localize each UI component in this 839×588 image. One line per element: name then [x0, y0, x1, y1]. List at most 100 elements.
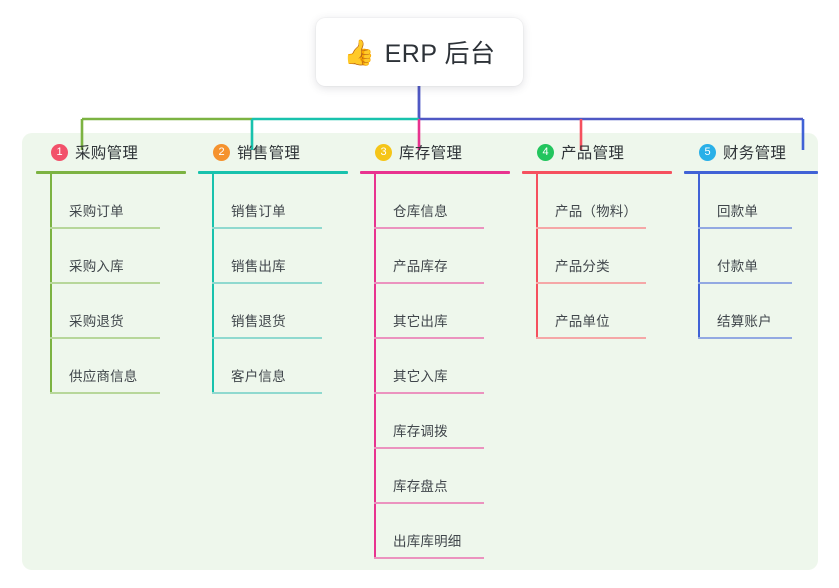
branch-column-5: 5 财务管理回款单付款单结算账户: [684, 133, 818, 339]
branch-header-rule: [360, 171, 510, 174]
branch-item-rule: [50, 392, 160, 394]
branch-item-label: 回款单: [717, 204, 759, 219]
branch-item-label: 产品单位: [555, 314, 610, 329]
branch-title: 财务管理: [723, 145, 787, 162]
branch-item[interactable]: 回款单: [684, 174, 818, 229]
branch-column-3: 3 库存管理仓库信息产品库存其它出库其它入库库存调拨库存盘点出库库明细: [360, 133, 510, 559]
branch-item-rule: [212, 337, 322, 339]
branch-number-badge: 5: [699, 143, 716, 161]
branch-item[interactable]: 产品（物料）: [522, 174, 672, 229]
branch-item[interactable]: 产品库存: [360, 229, 510, 284]
branch-item-rule: [374, 392, 484, 394]
branch-item-label: 仓库信息: [393, 204, 448, 219]
branch-item-label: 供应商信息: [69, 369, 138, 384]
branch-spine: [698, 174, 700, 339]
branch-header-3[interactable]: 3 库存管理: [360, 133, 510, 171]
branch-item-label: 其它入库: [393, 369, 448, 384]
branch-item-rule: [50, 282, 160, 284]
branch-item-rule: [374, 227, 484, 229]
root-node-title: ERP 后台: [384, 40, 496, 68]
root-node-card[interactable]: 👍 ERP 后台: [316, 18, 523, 86]
branch-item-rule: [212, 282, 322, 284]
branch-column-4: 4 产品管理产品（物料） 产品分类产品单位: [522, 133, 672, 339]
branch-header-rule: [522, 171, 672, 174]
branch-spine: [536, 174, 538, 339]
branch-item[interactable]: 产品分类: [522, 229, 672, 284]
branch-header-rule: [36, 171, 186, 174]
branch-title: 产品管理: [561, 145, 625, 162]
branch-title: 库存管理: [399, 145, 463, 162]
branch-item-label: 采购入库: [69, 259, 124, 274]
branch-item-label: 采购退货: [69, 314, 124, 329]
branch-number-badge: 2: [213, 143, 230, 161]
branch-item-rule: [698, 337, 792, 339]
branch-header-5[interactable]: 5 财务管理: [684, 133, 818, 171]
branch-item-rule: [698, 282, 792, 284]
branch-items: 回款单付款单结算账户: [684, 174, 818, 339]
branch-item-rule: [374, 447, 484, 449]
branch-items: 产品（物料） 产品分类产品单位: [522, 174, 672, 339]
branch-item-rule: [536, 282, 646, 284]
branch-item-label: 库存调拨: [393, 424, 448, 439]
branch-spine: [212, 174, 214, 394]
branch-header-1[interactable]: 1 采购管理: [36, 133, 186, 171]
branch-item-rule: [50, 337, 160, 339]
thumbs-up-icon: 👍: [343, 38, 375, 67]
branch-item-rule: [374, 282, 484, 284]
branch-item[interactable]: 出库库明细: [360, 504, 510, 559]
branch-item-rule: [536, 227, 646, 229]
branch-title: 采购管理: [75, 145, 139, 162]
branch-item[interactable]: 采购订单: [36, 174, 186, 229]
branch-item[interactable]: 其它入库: [360, 339, 510, 394]
branch-item-label: 销售退货: [231, 314, 286, 329]
branch-item[interactable]: 仓库信息: [360, 174, 510, 229]
branch-item[interactable]: 客户信息: [198, 339, 348, 394]
branch-item[interactable]: 产品单位: [522, 284, 672, 339]
branch-item[interactable]: 库存调拨: [360, 394, 510, 449]
branch-item[interactable]: 销售出库: [198, 229, 348, 284]
branch-item[interactable]: 采购退货: [36, 284, 186, 339]
branch-header-rule: [684, 171, 818, 174]
branch-item[interactable]: 采购入库: [36, 229, 186, 284]
branch-item[interactable]: 销售退货: [198, 284, 348, 339]
branch-items: 采购订单采购入库采购退货供应商信息: [36, 174, 186, 394]
branch-item[interactable]: 销售订单: [198, 174, 348, 229]
branch-number-badge: 1: [51, 143, 68, 161]
branch-item-label: 产品库存: [393, 259, 448, 274]
branch-number-badge: 3: [375, 143, 392, 161]
branch-items: 销售订单销售出库销售退货客户信息: [198, 174, 348, 394]
branch-item-rule: [212, 227, 322, 229]
branch-item-rule: [374, 557, 484, 559]
branch-spine: [50, 174, 52, 394]
branch-item-label: 客户信息: [231, 369, 286, 384]
branch-item[interactable]: 库存盘点: [360, 449, 510, 504]
branch-item-label: 产品分类: [555, 259, 610, 274]
branch-spine: [374, 174, 376, 559]
branch-item-rule: [50, 227, 160, 229]
branches-panel: [22, 133, 818, 570]
branch-header-4[interactable]: 4 产品管理: [522, 133, 672, 171]
branch-items: 仓库信息产品库存其它出库其它入库库存调拨库存盘点出库库明细: [360, 174, 510, 559]
branch-item-rule: [374, 502, 484, 504]
branch-item-label: 付款单: [717, 259, 759, 274]
branch-item-label: 出库库明细: [393, 534, 462, 549]
branch-item-label: 采购订单: [69, 204, 124, 219]
branch-item-rule: [374, 337, 484, 339]
branch-item-label: 销售订单: [231, 204, 286, 219]
branch-item-label: 库存盘点: [393, 479, 448, 494]
branch-item[interactable]: 结算账户: [684, 284, 818, 339]
branch-number-badge: 4: [537, 143, 554, 161]
branch-item-label: 产品（物料）: [555, 204, 638, 219]
branch-item-rule: [212, 392, 322, 394]
branch-item-rule: [698, 227, 792, 229]
branch-item[interactable]: 付款单: [684, 229, 818, 284]
branch-item[interactable]: 其它出库: [360, 284, 510, 339]
branch-item[interactable]: 供应商信息: [36, 339, 186, 394]
branch-item-rule: [536, 337, 646, 339]
branch-header-rule: [198, 171, 348, 174]
branch-item-label: 结算账户: [717, 314, 772, 329]
